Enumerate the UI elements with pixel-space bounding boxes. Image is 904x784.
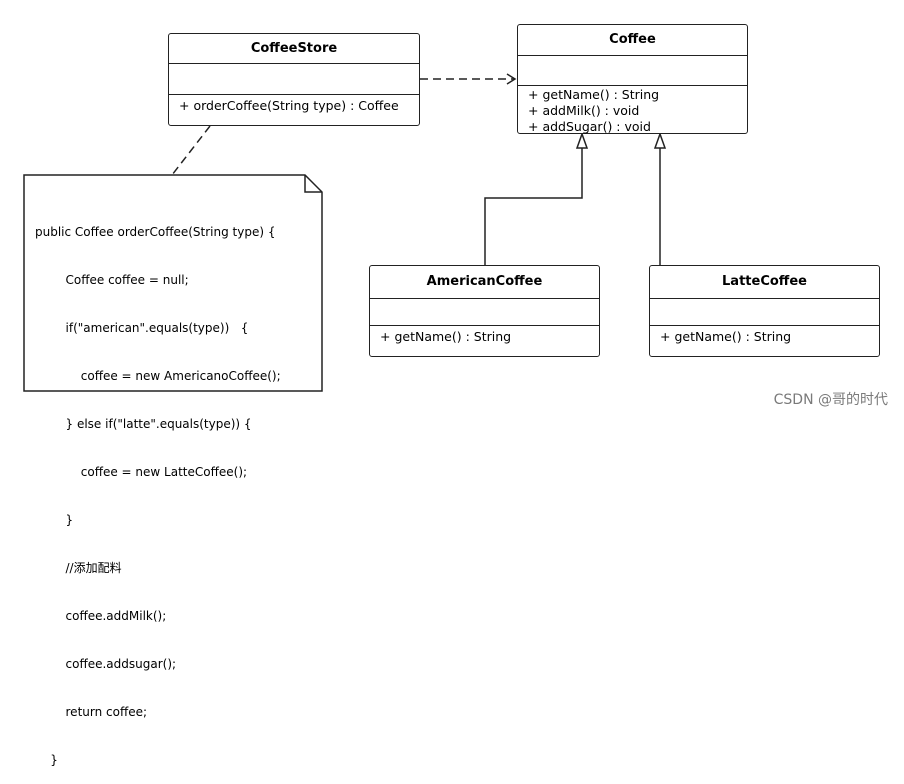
- code-line: coffee = new LatteCoffee();: [35, 465, 248, 479]
- code-line: Coffee coffee = null;: [35, 273, 189, 287]
- class-lattecoffee[interactable]: LatteCoffee + getName() : String: [649, 265, 880, 357]
- method: + getName() : String: [660, 329, 792, 344]
- attributes-compartment: [169, 64, 419, 95]
- method: + getName() : String: [528, 87, 660, 102]
- attributes-compartment: [370, 299, 599, 326]
- code-line: }: [35, 513, 74, 527]
- generalization-arrowhead-latte: [653, 131, 667, 149]
- note-fold-icon: [304, 175, 322, 193]
- generalization-edge-american: [484, 148, 583, 266]
- code-line: } else if("latte".equals(type)) {: [35, 417, 252, 431]
- attributes-compartment: [518, 56, 747, 86]
- note-anchor-edge: [171, 125, 211, 176]
- method: + addMilk() : void: [528, 103, 640, 118]
- code-line: }: [35, 753, 58, 767]
- class-name: AmericanCoffee: [370, 266, 599, 299]
- diagram-connectors: [23, 73, 667, 392]
- code-line: if("american".equals(type)) {: [35, 321, 249, 335]
- method: + getName() : String: [380, 329, 512, 344]
- watermark: CSDN @哥的时代: [773, 392, 888, 408]
- attributes-compartment: [650, 299, 879, 326]
- class-name: CoffeeStore: [169, 34, 419, 64]
- class-coffee[interactable]: Coffee + getName() : String + addMilk() …: [517, 24, 748, 134]
- methods-compartment: + getName() : String: [650, 326, 879, 345]
- code-line: coffee.addsugar();: [35, 657, 177, 671]
- generalization-arrowhead-american: [575, 131, 589, 149]
- code-line: public Coffee orderCoffee(String type) {: [35, 225, 276, 239]
- methods-compartment: + getName() : String + addMilk() : void …: [518, 86, 747, 135]
- code-note-shape: [23, 174, 323, 392]
- class-name: LatteCoffee: [650, 266, 879, 299]
- class-americancoffee[interactable]: AmericanCoffee + getName() : String: [369, 265, 600, 357]
- code-note: public Coffee orderCoffee(String type) {…: [35, 192, 281, 784]
- methods-compartment: + getName() : String: [370, 326, 599, 345]
- code-line: return coffee;: [35, 705, 148, 719]
- class-coffeestore[interactable]: CoffeeStore + orderCoffee(String type) :…: [168, 33, 420, 126]
- code-line: coffee = new AmericanoCoffee();: [35, 369, 281, 383]
- method: + addSugar() : void: [528, 119, 651, 134]
- methods-compartment: + orderCoffee(String type) : Coffee: [169, 95, 419, 114]
- code-line: //添加配料: [35, 561, 122, 575]
- method: + orderCoffee(String type) : Coffee: [179, 98, 399, 113]
- code-line: coffee.addMilk();: [35, 609, 167, 623]
- class-name: Coffee: [518, 25, 747, 56]
